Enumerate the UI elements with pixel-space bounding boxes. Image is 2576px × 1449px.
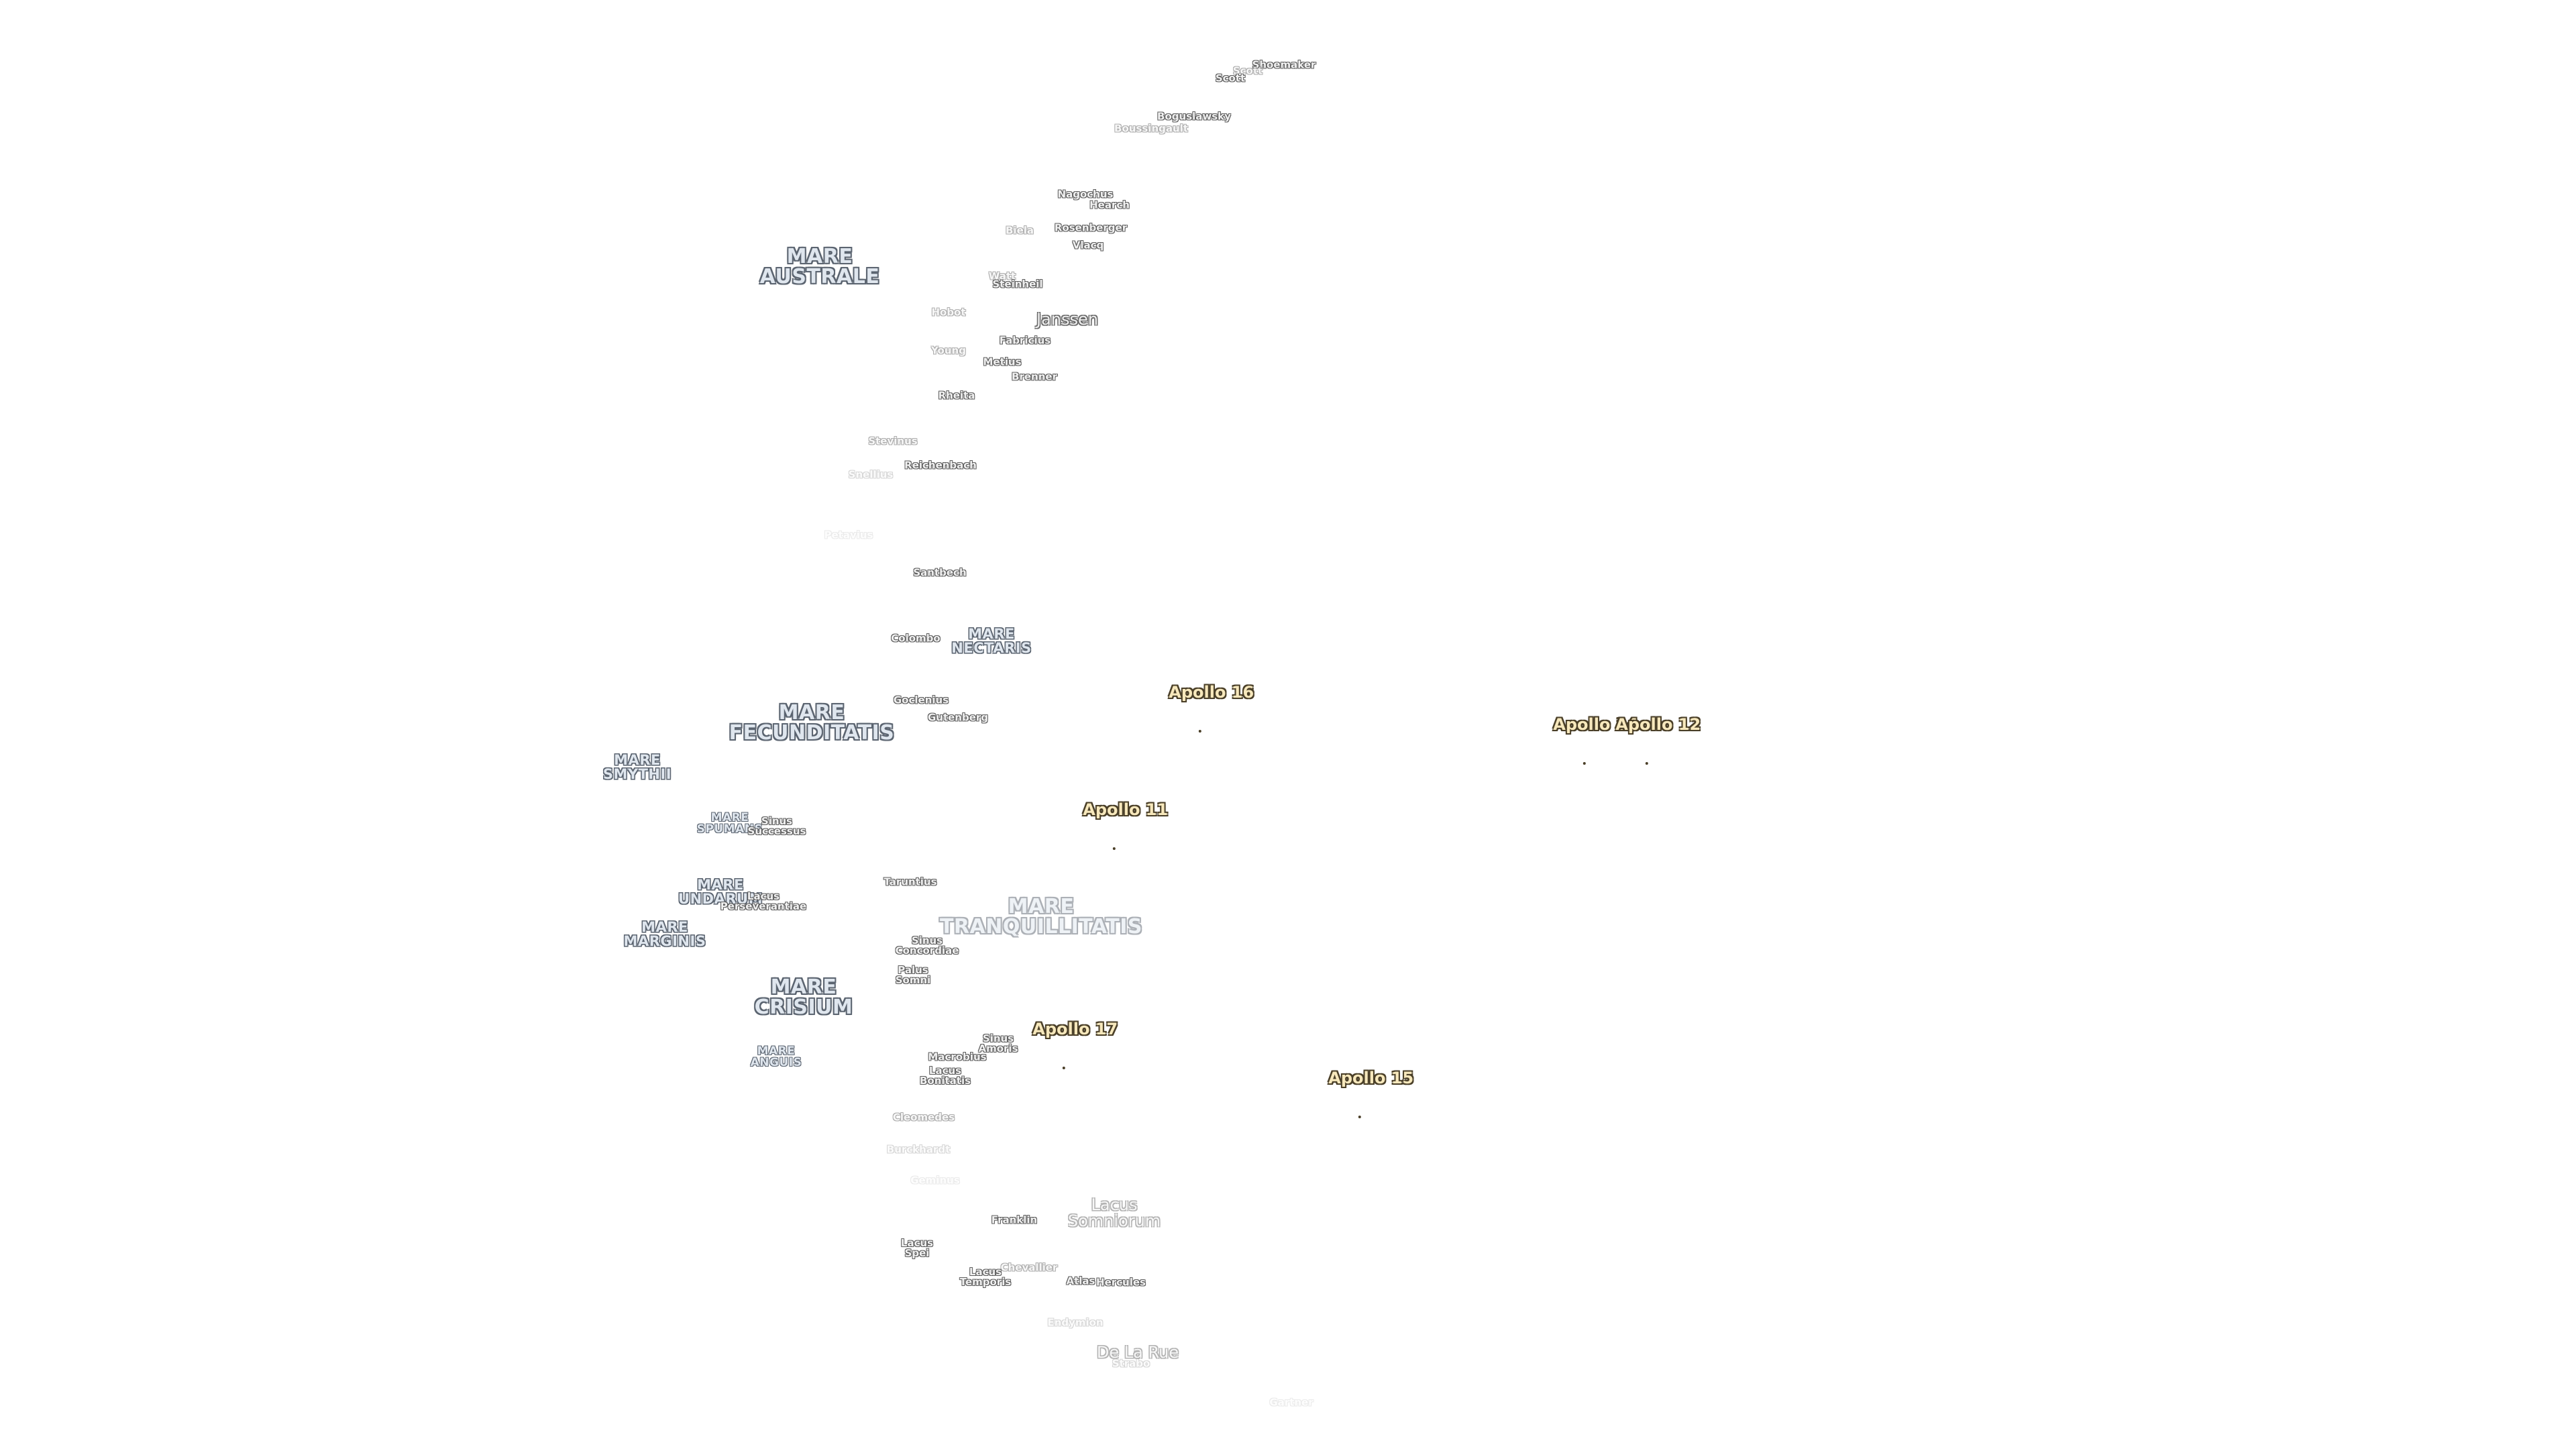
mare-tranquillitatis-label: MARE TRANQUILLITATIS xyxy=(939,895,1143,938)
crater-scott-faint-label: Scott xyxy=(1232,64,1263,77)
crater-gutenberg-label: Gutenberg xyxy=(927,711,989,724)
crater-steinheil-label: Steinheil xyxy=(992,278,1043,290)
mare-australe-label: MARE AUSTRALE xyxy=(759,245,880,288)
mare-nectaris-label: MARE NECTARIS xyxy=(951,626,1032,656)
lacus-perseverantiae-label: Lacus Perseverantiae xyxy=(720,890,807,912)
crater-brenner-label: Brenner xyxy=(1012,370,1057,383)
lacus-spei-label: Lacus Spei xyxy=(900,1237,934,1259)
crater-boussingault-label: Boussingault xyxy=(1114,122,1188,135)
crater-strabo-label: Strabo xyxy=(1112,1357,1150,1370)
lacus-somniorum-label: Lacus Somniorum xyxy=(1067,1195,1161,1230)
sinus-successus-label: Sinus Successus xyxy=(747,815,806,837)
crater-taruntius-label: Taruntius xyxy=(883,875,937,888)
apollo-16-site[interactable]: Apollo 16 xyxy=(1146,668,1254,733)
apollo-17-label: Apollo 17 xyxy=(1032,1020,1118,1038)
apollo-15-label: Apollo 15 xyxy=(1328,1069,1414,1087)
sinus-concordiae-label: Sinus Concordiae xyxy=(895,934,959,957)
apollo-16-label: Apollo 16 xyxy=(1169,683,1254,702)
apollo-17-pin-icon xyxy=(1062,1067,1065,1069)
crater-gartner-label: Gartner xyxy=(1269,1396,1313,1409)
crater-goclenius-label: Goclenius xyxy=(893,694,949,706)
crater-shoemaker-label: Shoemaker xyxy=(1252,58,1316,71)
lacus-bonitatis-label: Lacus Bonitatis xyxy=(919,1065,971,1087)
crater-nagochus-label: Nagochus xyxy=(1057,188,1114,201)
crater-scott-label: Scott xyxy=(1215,72,1246,85)
crater-fabricius-label: Fabricius xyxy=(999,334,1051,347)
crater-watt-label: Watt xyxy=(988,270,1016,282)
mare-smythii-label: MARE SMYTHII xyxy=(602,752,672,782)
apollo-11-pin-icon xyxy=(1112,847,1116,850)
crater-hercules-label: Hercules xyxy=(1096,1276,1146,1289)
apollo-12-site[interactable]: Apollo 12 xyxy=(1593,700,1701,765)
crater-colombo-label: Colombo xyxy=(891,632,941,645)
crater-atlas-label: Atlas xyxy=(1066,1275,1095,1287)
crater-young-label: Young xyxy=(931,344,966,357)
crater-cleomedes-label: Cleomedes xyxy=(892,1111,955,1124)
crater-chevallier-label: Chevallier xyxy=(1000,1261,1058,1274)
apollo-12-label: Apollo 12 xyxy=(1615,715,1701,734)
crater-metius-label: Metius xyxy=(983,356,1022,368)
crater-boguslawsky-label: Boguslawsky xyxy=(1157,110,1231,123)
mare-marginis-label: MARE MARGINIS xyxy=(623,919,706,949)
apollo-15-site[interactable]: Apollo 15 xyxy=(1306,1054,1413,1118)
mare-undarum-label: MARE UNDARUM xyxy=(678,877,763,907)
apollo-12-pin-icon xyxy=(1645,762,1648,765)
apollo-15-pin-icon xyxy=(1358,1116,1361,1118)
crater-reichenbach-label: Reichenbach xyxy=(904,459,977,472)
crater-endymion-label: Endymion xyxy=(1047,1316,1104,1329)
crater-stevinus-label: Stevinus xyxy=(868,435,918,447)
apollo-14-label: Apollo 14 xyxy=(1553,715,1639,734)
mare-crisium-label: MARE CRISIUM xyxy=(754,975,853,1019)
crater-rheita-label: Rheita xyxy=(938,389,975,402)
crater-hobot-label: Hobot xyxy=(931,306,966,319)
sinus-amoris-label: Sinus Amoris xyxy=(978,1032,1018,1055)
crater-hearch-label: Hearch xyxy=(1089,199,1130,211)
crater-petavius-label: Petavius xyxy=(824,529,873,541)
apollo-17-site[interactable]: Apollo 17 xyxy=(1010,1005,1118,1069)
lacus-temporis-label: Lacus Temporis xyxy=(959,1266,1012,1288)
crater-snellius-label: Snellius xyxy=(848,468,894,481)
crater-janssen-label: Janssen xyxy=(1036,310,1098,329)
apollo-14-pin-icon xyxy=(1582,762,1586,765)
mare-spumans-label: MARE SPUMANS xyxy=(696,811,763,836)
apollo-11-label: Apollo 11 xyxy=(1083,800,1169,819)
apollo-16-pin-icon xyxy=(1198,730,1201,733)
crater-de-la-rue-label: De La Rue xyxy=(1096,1343,1179,1362)
crater-macrobius-label: Macrobius xyxy=(928,1051,987,1063)
crater-franklin-label: Franklin xyxy=(991,1214,1038,1226)
mare-fecunditatis-label: MARE FECUNDITATIS xyxy=(729,701,895,745)
palus-somni-label: Palus Somni xyxy=(895,964,931,986)
crater-geminus-label: Geminus xyxy=(910,1174,960,1187)
crater-santbech-label: Santbech xyxy=(913,566,967,579)
crater-rosenberger-label: Rosenberger xyxy=(1054,221,1128,234)
crater-biela-label: Biela xyxy=(1005,224,1034,237)
apollo-11-site[interactable]: Apollo 11 xyxy=(1061,786,1168,850)
apollo-14-site[interactable]: Apollo 14 xyxy=(1531,700,1638,765)
crater-burckhardt-label: Burckhardt xyxy=(886,1143,951,1156)
crater-vlacq-label: Vlacq xyxy=(1072,239,1104,252)
mare-anguis-label: MARE ANGUIS xyxy=(750,1044,802,1069)
